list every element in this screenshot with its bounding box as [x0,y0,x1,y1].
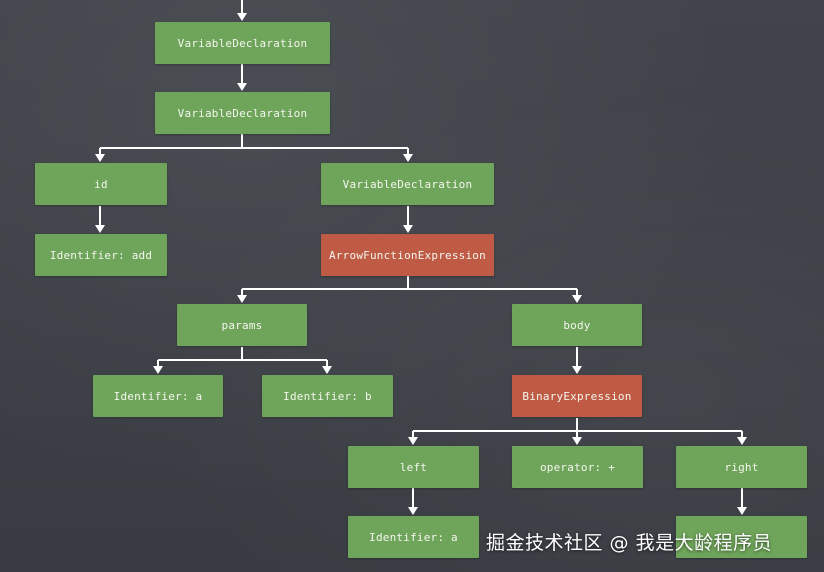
node-left: left [348,446,479,488]
arrowhead-arrow-fn [403,225,413,233]
arrowhead-identifier-a-param [153,366,163,374]
arrowhead-params [237,295,247,303]
node-variable-declaration-top: VariableDeclaration [155,22,330,64]
node-variable-declaration-right: VariableDeclaration [321,163,494,205]
node-id: id [35,163,167,205]
node-variable-declaration-second: VariableDeclaration [155,92,330,134]
node-binary-expression: BinaryExpression [512,375,642,417]
node-identifier-a-param: Identifier: a [93,375,223,417]
node-body: body [512,304,642,346]
arrowhead-operator [572,437,582,445]
node-identifier-a-left: Identifier: a [348,516,479,558]
arrowhead-id [95,154,105,162]
node-identifier-add: Identifier: add [35,234,167,276]
arrowhead-identifier-add [95,225,105,233]
arrowhead-left [408,437,418,445]
node-right: right [676,446,807,488]
node-identifier-b-param: Identifier: b [262,375,393,417]
node-operator: operator: + [512,446,643,488]
node-right-child [676,516,807,558]
arrowhead-binary [572,366,582,374]
arrowhead-vd-second [237,83,247,91]
arrowhead-vd-top [237,13,247,21]
arrowhead-body [572,295,582,303]
node-arrow-function-expression: ArrowFunctionExpression [321,234,494,276]
arrowhead-identifier-b-param [322,366,332,374]
watermark-text: 掘金技术社区 @ 我是大龄程序员 [486,532,773,554]
arrowhead-vd-right [403,154,413,162]
arrowhead-right-child [737,507,747,515]
node-params: params [177,304,307,346]
arrowhead-right [737,437,747,445]
arrowhead-identifier-a-left [408,507,418,515]
